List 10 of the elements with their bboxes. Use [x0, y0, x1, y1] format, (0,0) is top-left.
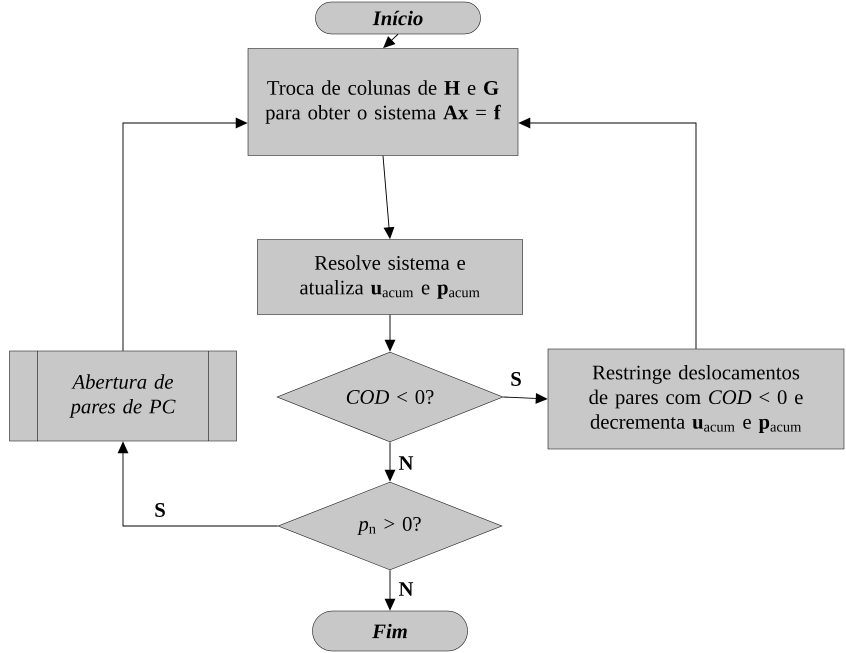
predefined-process-box: Abertura de pares de PC — [9, 350, 237, 442]
end-terminal: Fim — [312, 610, 468, 652]
process-box: Resolve sistema e atualiza u$_{acum}$ e p$_{acum}$ — [257, 239, 523, 315]
process-box: Restringe deslocamentos de pares com COD < 0 e decrementa u$_{acum}$ e p$_{acum}$ — [548, 348, 844, 450]
edge-label: N — [397, 454, 415, 472]
process-box: Troca de colunas de H e G para obter o sistema Ax = f — [248, 48, 518, 156]
edge-label: S — [152, 502, 168, 518]
edge-label: S — [508, 370, 524, 388]
start-terminal: Início — [315, 2, 481, 34]
edge-label: N — [397, 580, 415, 598]
